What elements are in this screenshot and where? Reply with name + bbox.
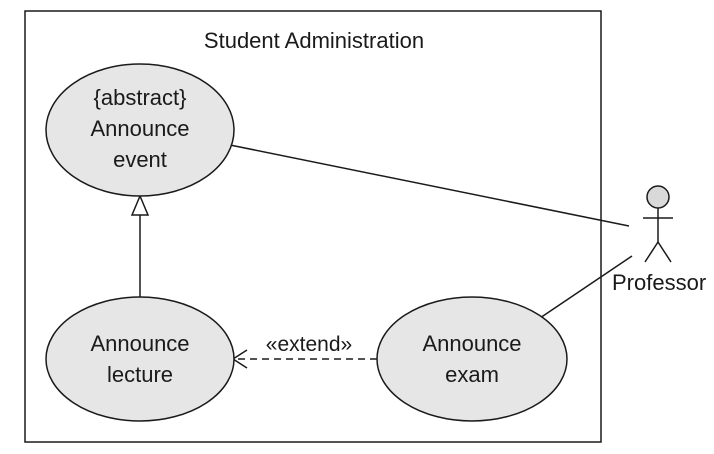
use-case-announce-exam: Announce exam [376,296,568,422]
actor-name: Professor [612,270,706,295]
actor-head-icon [646,185,670,209]
association-exam-professor [539,255,633,319]
system-title: Student Administration [204,28,424,53]
use-case-announce-lecture-shape [45,296,235,422]
generalization-arrowhead [130,194,150,216]
use-case-announce-exam-shape [376,296,568,422]
extend-label: «extend» [266,333,352,356]
actor-left-leg [644,241,659,263]
actor-right-leg [657,241,672,263]
association-event-professor [229,144,630,227]
use-case-announce-lecture-line1: Announce [90,331,189,356]
use-case-announce-lecture-line2: lecture [107,362,173,387]
actor-professor: Professor [612,185,706,295]
use-case-announce-exam-line1: Announce [422,331,521,356]
use-case-announce-event-line2: event [113,147,167,172]
use-case-announce-event-shape [45,63,235,197]
use-case-announce-event: {abstract} Announce event [45,63,235,197]
use-case-announce-event-line1: Announce [90,116,189,141]
use-case-announce-exam-line2: exam [445,362,499,387]
use-case-announce-event-stereotype: {abstract} [94,85,187,110]
use-case-announce-lecture: Announce lecture [45,296,235,422]
system-boundary [24,10,602,443]
